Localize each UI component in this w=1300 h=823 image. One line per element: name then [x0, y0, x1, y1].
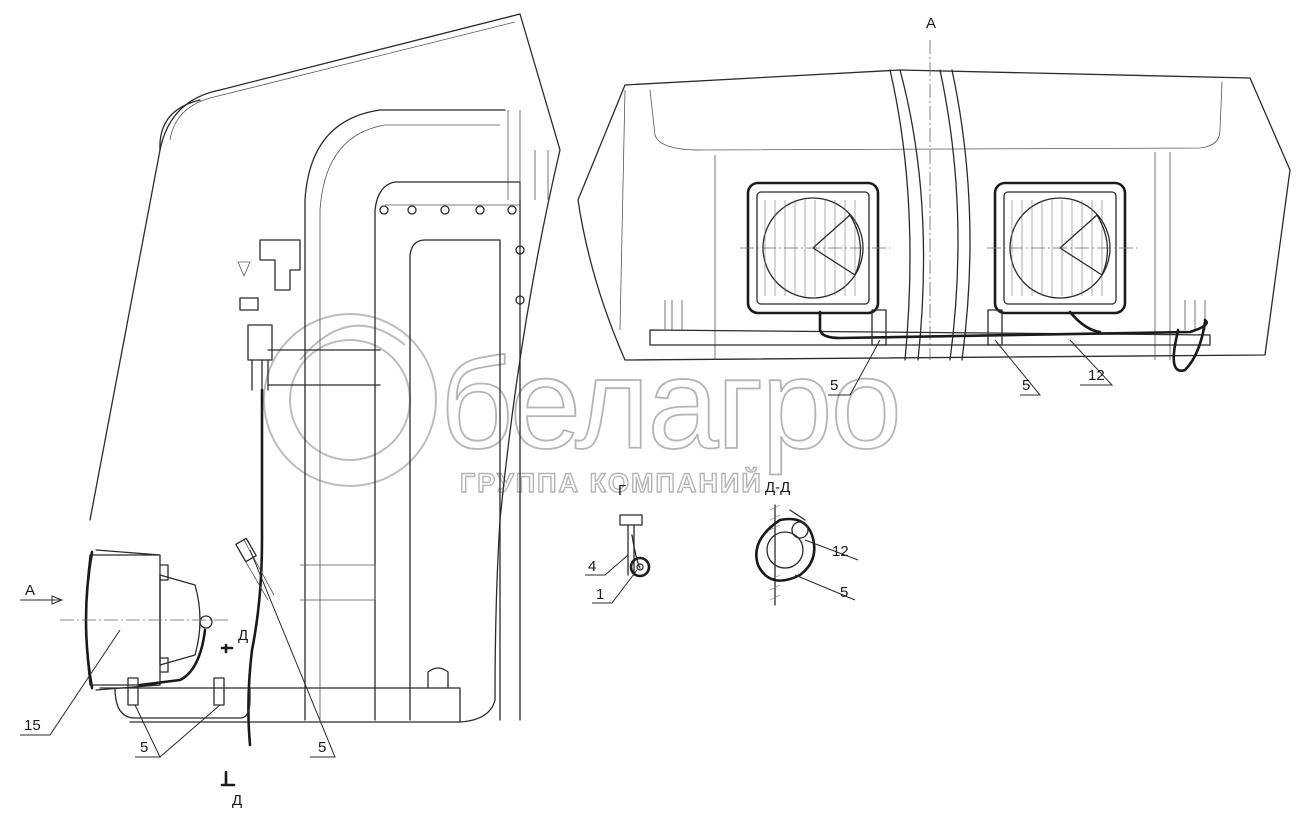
cab-roof-line [169, 21, 516, 141]
callout-5-top-right: 5 [1022, 377, 1030, 394]
leader-5-top-left [828, 339, 881, 396]
roof-outline [577, 69, 1291, 361]
left-arrow-label: А [25, 582, 35, 599]
section-d-d [755, 504, 816, 606]
work-lamp [60, 549, 251, 719]
roof-lamp-right-sector [1059, 214, 1109, 276]
cab-roof-edge [159, 99, 201, 151]
section-upper-mark [220, 643, 234, 654]
frame-bolts [379, 205, 525, 305]
upper-bracket [259, 239, 301, 291]
direction-arrow [237, 261, 251, 278]
leader-5-section [794, 574, 856, 601]
section-lower-label: Д [232, 792, 242, 809]
callout-5-section: 5 [840, 584, 848, 601]
roof-harness [818, 310, 1208, 340]
roof-panel-lines [714, 152, 1171, 360]
door-pillar [304, 109, 506, 721]
lamp-bracket-loop [114, 687, 251, 719]
detail-g-bracket [631, 534, 641, 569]
section-title-label: Д-Д [765, 479, 790, 496]
watermark-subtitle: ГРУППА КОМПАНИЙ [460, 467, 763, 498]
bracket-nut [239, 297, 259, 311]
watermark-logo-swoosh [299, 324, 406, 361]
callout-4: 4 [588, 558, 596, 575]
left-view-arrowhead [51, 595, 64, 605]
roof-clamp-left [871, 309, 887, 346]
roof-left-edge [619, 89, 626, 331]
section-wire [791, 521, 809, 539]
watermark-logo-inner [289, 339, 411, 461]
cab-front-outline [89, 13, 521, 521]
vertical-harness [247, 388, 264, 747]
detail-g-bolt-head [619, 514, 643, 526]
lamp-ears [159, 564, 169, 673]
roof-harness-loop [1172, 320, 1207, 372]
break-line-right [939, 69, 971, 361]
callout-5-mid: 5 [318, 739, 326, 756]
section-panel-hatch [769, 504, 781, 601]
roof-harness-branch [1068, 310, 1102, 334]
mount-tab [427, 667, 449, 689]
rear-posts [507, 110, 549, 200]
lamp-clamps [127, 677, 225, 706]
watermark-brand: белагро [440, 333, 900, 476]
callout-12-top: 12 [1088, 367, 1105, 384]
leader-15 [20, 629, 121, 736]
panel-block [300, 564, 376, 601]
rail-studs [664, 300, 1206, 330]
callout-12-section: 12 [832, 543, 849, 560]
leader-5-top-right [994, 339, 1042, 396]
cab-side-view [89, 13, 561, 747]
callouts: 15 5 5 5 5 12 4 1 12 5 [20, 339, 1114, 758]
section-tab [789, 509, 806, 521]
lamp-cable [138, 628, 207, 687]
detail-g-wire [636, 563, 644, 571]
callout-5-left: 5 [140, 739, 148, 756]
leader-1 [592, 569, 638, 604]
detail-g-clamp [629, 556, 651, 578]
roof-visor [649, 81, 1223, 151]
leader-5-left [134, 704, 221, 758]
callout-1: 1 [596, 586, 604, 603]
door-pillar-inner [319, 124, 500, 720]
roof-rail [649, 329, 1211, 346]
section-harness-tube [766, 531, 804, 569]
top-view-roof [577, 40, 1291, 372]
view-marks: А А Д Д Г Д-Д [20, 15, 936, 809]
harness-clamp [235, 537, 257, 563]
leader-12-top [1069, 339, 1114, 386]
section-clamp-body [755, 517, 816, 582]
watermark: белагро ГРУППА КОМПАНИЙ [263, 313, 903, 499]
callout-5-top-left: 5 [830, 377, 838, 394]
top-view-label: А [926, 15, 936, 32]
roof-lamp-left-sector [812, 214, 862, 276]
section-upper-label: Д [238, 627, 248, 644]
section-lower-mark [220, 770, 236, 787]
detail-g-label: Г [618, 482, 626, 499]
detail-g [619, 514, 651, 578]
watermark-logo-ring [263, 313, 437, 487]
break-line-left [889, 69, 925, 361]
cab-rear-outline [129, 13, 561, 723]
detail-g-plate [627, 524, 635, 576]
callout-15: 15 [24, 717, 41, 734]
leader-4 [585, 554, 629, 576]
connector-guide [267, 349, 381, 386]
roof-clamp-right [987, 309, 1003, 346]
rear-frame [374, 181, 521, 721]
harness-clamp-strap [235, 539, 275, 601]
connector-housing [247, 324, 273, 361]
leader-12-section [804, 539, 859, 561]
lamp-nut [199, 615, 213, 629]
window-frame [409, 239, 501, 721]
lower-sill [99, 687, 461, 723]
leader-5-mid [249, 549, 336, 758]
